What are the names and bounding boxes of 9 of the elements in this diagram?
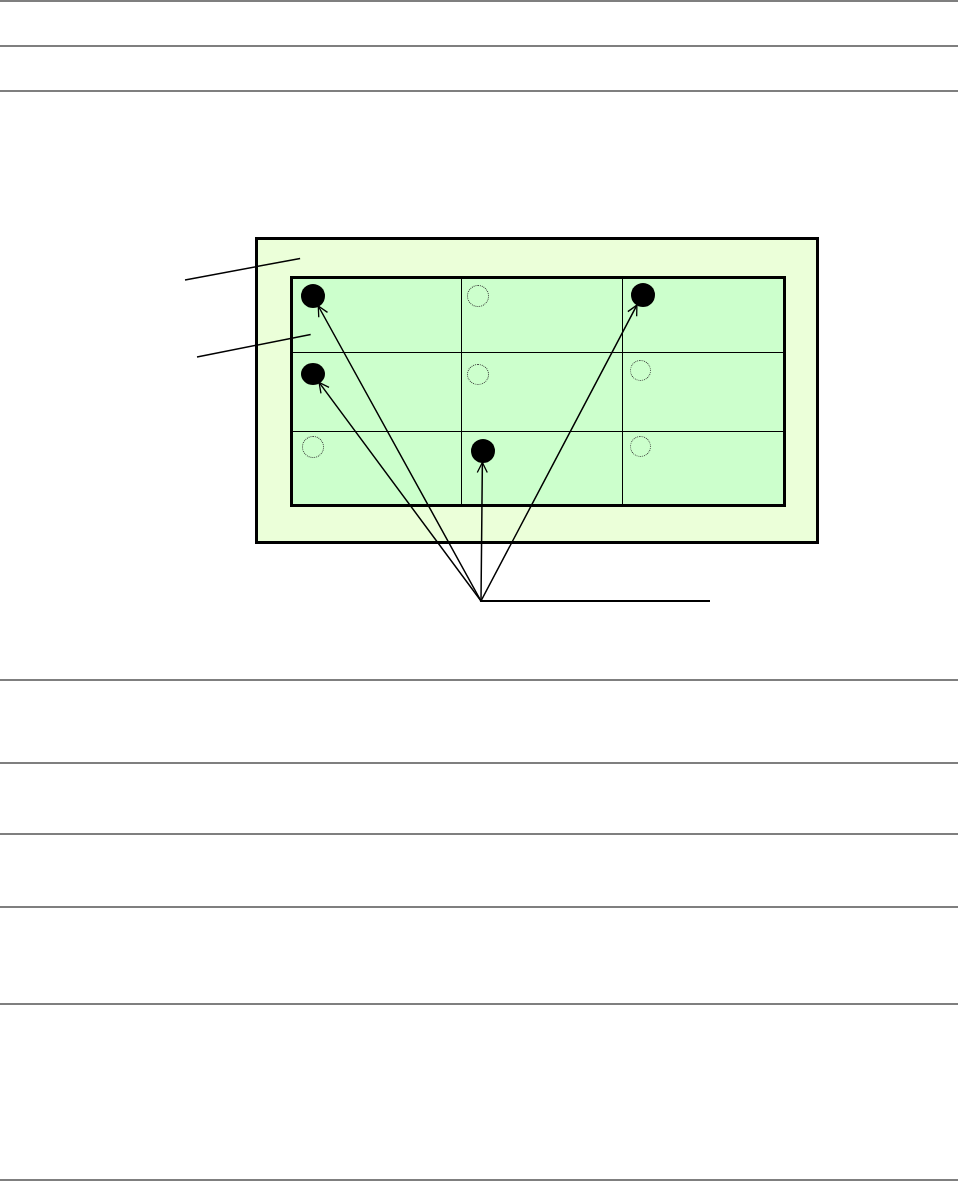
leader-arrow	[479, 304, 711, 602]
grid-frame	[290, 276, 786, 507]
filled-circle	[300, 283, 325, 308]
outer-panel	[255, 237, 819, 544]
filled-circle	[470, 438, 495, 463]
filled-circle	[300, 362, 325, 385]
filled-circle	[630, 282, 655, 307]
leader-line	[184, 257, 301, 281]
leader-line	[196, 333, 312, 358]
